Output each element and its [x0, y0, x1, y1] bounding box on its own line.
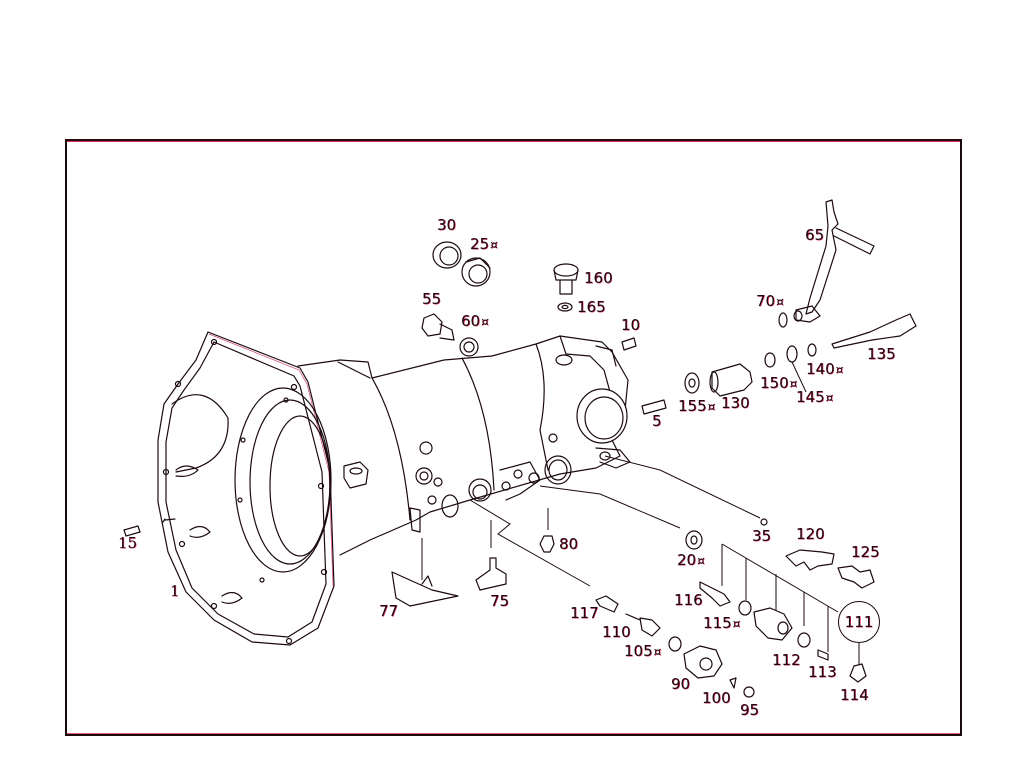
part-label-80[interactable]: 80	[559, 535, 579, 553]
part-label-15[interactable]: 15	[118, 534, 138, 552]
part-label-155[interactable]: 155¤	[678, 397, 716, 415]
part-label-112[interactable]: 112	[772, 651, 801, 669]
part-label-160[interactable]: 160	[584, 269, 613, 287]
part-label-60[interactable]: 60¤	[461, 312, 489, 330]
bell-housing	[157, 331, 369, 646]
part-label-135[interactable]: 135	[867, 345, 896, 363]
marker-symbol: ¤	[776, 295, 784, 309]
leader-lines	[421, 455, 860, 664]
part-label-113[interactable]: 113	[808, 663, 837, 681]
marker-symbol: ¤	[653, 645, 662, 659]
part-label-35[interactable]: 35	[752, 527, 772, 545]
part-label-111-circled[interactable]: 111	[838, 601, 880, 643]
part-label-100[interactable]: 100	[702, 689, 731, 707]
part-label-25[interactable]: 25¤	[470, 235, 498, 253]
part-label-110[interactable]: 110	[602, 623, 631, 641]
part-label-95[interactable]: 95	[740, 701, 760, 719]
part-label-70[interactable]: 70¤	[756, 292, 784, 310]
marker-symbol: ¤	[732, 617, 741, 631]
part-label-65[interactable]: 65	[805, 226, 825, 244]
part-label-75[interactable]: 75	[490, 592, 510, 610]
part-label-140[interactable]: 140¤	[806, 360, 844, 378]
marker-symbol: ¤	[707, 400, 716, 414]
transmission-case	[297, 335, 631, 556]
part-label-114[interactable]: 114	[840, 686, 869, 704]
part-label-55[interactable]: 55	[422, 290, 442, 308]
part-label-120[interactable]: 120	[796, 525, 825, 543]
part-label-115[interactable]: 115¤	[703, 614, 741, 632]
part-label-30[interactable]: 30	[437, 216, 457, 234]
small-parts	[123, 199, 917, 698]
part-label-90[interactable]: 90	[671, 675, 691, 693]
marker-symbol: ¤	[835, 363, 844, 377]
part-label-125[interactable]: 125	[851, 543, 880, 561]
marker-symbol: ¤	[481, 315, 489, 329]
marker-symbol: ¤	[825, 391, 834, 405]
part-label-5[interactable]: 5	[652, 412, 662, 430]
part-label-145[interactable]: 145¤	[796, 388, 834, 406]
part-label-130[interactable]: 130	[721, 394, 750, 412]
part-label-10[interactable]: 10	[621, 316, 641, 334]
marker-symbol: ¤	[789, 377, 798, 391]
part-label-105[interactable]: 105¤	[624, 642, 662, 660]
marker-symbol: ¤	[697, 554, 705, 568]
part-label-116[interactable]: 116	[674, 591, 703, 609]
part-label-1[interactable]: 1	[170, 582, 180, 600]
diagram-frame	[65, 139, 962, 736]
part-label-165[interactable]: 165	[577, 298, 606, 316]
part-label-20[interactable]: 20¤	[677, 551, 705, 569]
marker-symbol: ¤	[490, 238, 498, 252]
part-label-150[interactable]: 150¤	[760, 374, 798, 392]
part-label-77[interactable]: 77	[379, 602, 399, 620]
part-label-117[interactable]: 117	[570, 604, 599, 622]
